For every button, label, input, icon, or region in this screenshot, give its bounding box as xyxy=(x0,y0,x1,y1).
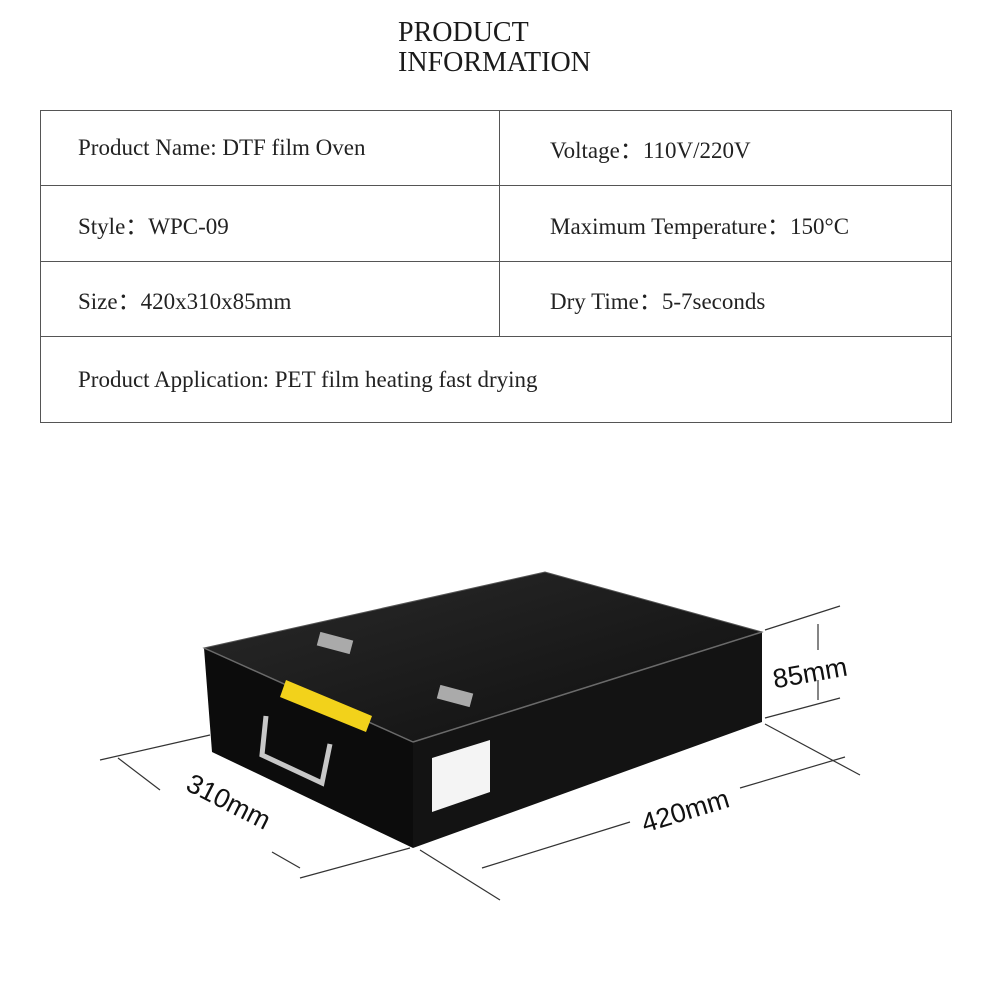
page-title: PRODUCT INFORMATION xyxy=(398,18,591,78)
length-dimension: 420mm xyxy=(638,783,733,838)
spec-dry-time: Dry Time：5-7seconds xyxy=(499,261,952,337)
spec-application: Product Application: PET film heating fa… xyxy=(40,336,952,423)
handle xyxy=(259,715,333,787)
hinge-icon xyxy=(436,684,474,708)
width-dimension: 310mm xyxy=(182,768,276,836)
warning-label xyxy=(280,680,372,732)
spec-sticker xyxy=(432,740,490,812)
dimension-lines xyxy=(99,605,861,901)
spec-product-name: Product Name: DTF film Oven xyxy=(40,110,500,186)
spec-size: Size：420x310x85mm xyxy=(40,261,500,337)
spec-table: Product Name: DTF film Oven Voltage：110V… xyxy=(40,110,952,423)
title-line-1: PRODUCT xyxy=(398,17,529,48)
spec-voltage: Voltage：110V/220V xyxy=(499,110,952,186)
hinge-icon xyxy=(316,631,354,655)
title-line-2: INFORMATION xyxy=(398,47,591,78)
oven-box xyxy=(202,571,764,848)
height-dimension: 85mm xyxy=(770,652,849,695)
